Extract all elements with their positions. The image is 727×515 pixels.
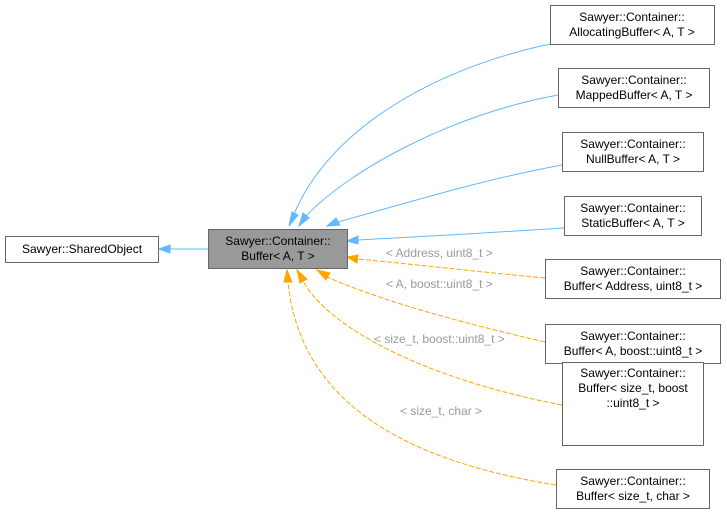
arrowhead-null <box>325 217 341 227</box>
node-buffer-line-1: Sawyer::Container:: <box>225 234 330 248</box>
node-buffer-a-boost-uint8-line-2: Buffer< A, boost::uint8_t > <box>564 344 703 358</box>
arrowhead-sharedobject <box>157 244 171 254</box>
node-mapped-buffer[interactable]: Sawyer::Container:: MappedBuffer< A, T > <box>558 68 710 108</box>
node-buffer-address-uint8-line-1: Sawyer::Container:: <box>580 264 685 278</box>
arrowhead-static <box>345 235 359 245</box>
node-buffer-a-boost-uint8[interactable]: Sawyer::Container:: Buffer< A, boost::ui… <box>545 324 721 364</box>
node-mapped-buffer-line-1: Sawyer::Container:: <box>581 73 686 87</box>
node-buffer-a-boost-uint8-line-1: Sawyer::Container:: <box>580 329 685 343</box>
node-allocating-buffer-line-1: Sawyer::Container:: <box>579 10 684 24</box>
node-buffer-current[interactable]: Sawyer::Container:: Buffer< A, T > <box>208 229 348 269</box>
node-mapped-buffer-line-2: MappedBuffer< A, T > <box>576 88 693 102</box>
edge-size-t-char <box>287 281 557 486</box>
node-buffer-address-uint8-line-2: Buffer< Address, uint8_t > <box>564 279 703 293</box>
edge-label-size-t-char: < size_t, char > <box>400 404 482 418</box>
node-static-buffer[interactable]: Sawyer::Container:: StaticBuffer< A, T > <box>564 196 702 236</box>
node-null-buffer[interactable]: Sawyer::Container:: NullBuffer< A, T > <box>562 132 704 172</box>
edge-address-uint8 <box>357 258 546 279</box>
node-allocating-buffer-line-2: AllocatingBuffer< A, T > <box>569 25 694 39</box>
node-static-buffer-line-1: Sawyer::Container:: <box>580 201 685 215</box>
edge-label-a-boost-uint8: < A, boost::uint8_t > <box>386 277 493 291</box>
edge-label-size-t-boost-uint8: < size_t, boost::uint8_t > <box>374 332 505 346</box>
edge-label-address-uint8: < Address, uint8_t > <box>386 246 493 260</box>
node-buffer-size-t-char-line-2: Buffer< size_t, char > <box>576 489 690 503</box>
node-null-buffer-line-2: NullBuffer< A, T > <box>586 152 680 166</box>
node-buffer-size-t-boost-uint8-line-1: Sawyer::Container:: <box>580 366 685 380</box>
node-buffer-size-t-char-line-1: Sawyer::Container:: <box>580 474 685 488</box>
edge-allocating-to-buffer <box>293 43 551 215</box>
node-buffer-size-t-boost-uint8[interactable]: Sawyer::Container:: Buffer< size_t, boos… <box>562 362 704 446</box>
node-null-buffer-line-1: Sawyer::Container:: <box>580 137 685 151</box>
node-allocating-buffer[interactable]: Sawyer::Container:: AllocatingBuffer< A,… <box>550 5 715 45</box>
node-shared-object[interactable]: Sawyer::SharedObject <box>5 236 159 263</box>
arrowhead-mapped <box>298 212 310 228</box>
node-buffer-size-t-boost-uint8-line-3: ::uint8_t > <box>606 396 659 410</box>
node-buffer-line-2: Buffer< A, T > <box>241 249 314 263</box>
node-buffer-address-uint8[interactable]: Sawyer::Container:: Buffer< Address, uin… <box>545 259 721 299</box>
arrowhead-size-t-boost-uint8 <box>296 268 308 284</box>
node-buffer-size-t-char[interactable]: Sawyer::Container:: Buffer< size_t, char… <box>556 469 710 509</box>
arrowhead-address-uint8 <box>345 254 359 264</box>
edge-size-t-boost-uint8 <box>302 280 563 406</box>
arrowhead-allocating <box>288 211 299 227</box>
node-static-buffer-line-2: StaticBuffer< A, T > <box>581 216 684 230</box>
edge-mapped-to-buffer <box>305 94 559 217</box>
node-buffer-size-t-boost-uint8-line-2: Buffer< size_t, boost <box>578 381 688 395</box>
edge-a-boost-uint8 <box>326 276 546 343</box>
arrowhead-size-t-char <box>283 268 293 283</box>
edge-static-to-buffer <box>357 227 565 241</box>
node-shared-object-label: Sawyer::SharedObject <box>22 242 143 256</box>
arrowhead-a-boost-uint8 <box>315 269 331 281</box>
edge-null-to-buffer <box>337 164 563 223</box>
